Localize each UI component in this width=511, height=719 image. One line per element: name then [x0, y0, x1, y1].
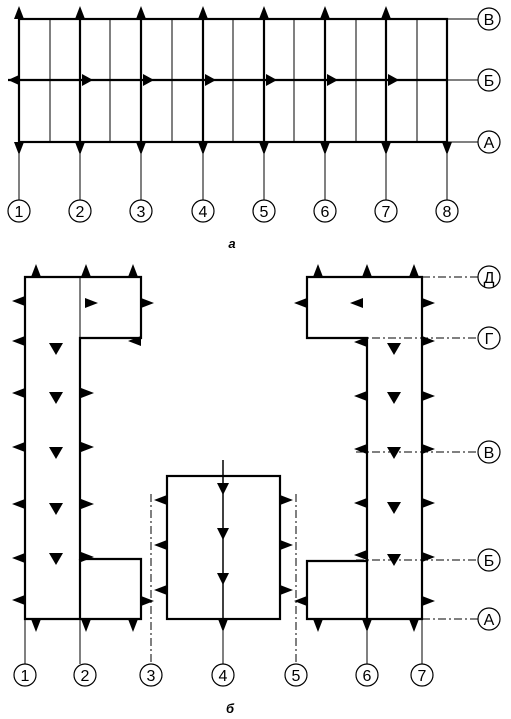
axis-marker: Г: [477, 326, 501, 350]
axis-marker: В: [477, 440, 501, 464]
svg-text:6: 6: [321, 204, 330, 221]
diagram-a-middle-arrows: [8, 74, 399, 86]
diagram-b: 1 2 3 4 5 6 7 Д Г В Б А б: [12, 264, 501, 716]
axis-marker: 2: [73, 663, 97, 687]
axis-marker: 1: [13, 663, 37, 687]
diagram-a-column-axes: 1 2 3 4 5 6 7 8: [7, 199, 459, 223]
axis-marker: 6: [313, 199, 337, 223]
axis-marker: 4: [191, 199, 215, 223]
svg-text:2: 2: [81, 668, 90, 685]
left-building: [23, 275, 143, 621]
svg-text:6: 6: [363, 668, 372, 685]
diagram-b-column-axes: 1 2 3 4 5 6 7: [13, 663, 434, 687]
svg-text:3: 3: [137, 204, 146, 221]
axis-marker: 5: [284, 663, 308, 687]
svg-text:8: 8: [443, 204, 452, 221]
svg-text:В: В: [484, 12, 495, 29]
svg-text:7: 7: [382, 204, 391, 221]
svg-text:В: В: [484, 445, 495, 462]
svg-text:А: А: [484, 612, 495, 629]
axis-marker: 7: [410, 663, 434, 687]
diagram-a-caption: а: [228, 236, 235, 251]
left-building-arrows: [12, 264, 154, 632]
axis-marker: 2: [68, 199, 92, 223]
axis-marker: 4: [211, 663, 235, 687]
svg-text:Г: Г: [485, 331, 494, 348]
axis-marker: 8: [435, 199, 459, 223]
svg-text:2: 2: [76, 204, 85, 221]
svg-text:1: 1: [21, 668, 30, 685]
svg-text:1: 1: [15, 204, 24, 221]
axis-marker: А: [477, 607, 501, 631]
diagram-b-dashed-lines: [150, 276, 478, 664]
diagram-a-row-axes: В Б А: [477, 7, 501, 154]
axis-marker: А: [477, 130, 501, 154]
svg-text:7: 7: [418, 668, 427, 685]
right-building-arrows: [294, 264, 435, 632]
axis-marker: 3: [139, 663, 163, 687]
axis-marker: 5: [252, 199, 276, 223]
axis-marker: Д: [477, 265, 501, 289]
diagram-a: 1 2 3 4 5 6 7 8 В Б А а: [7, 6, 501, 251]
axis-marker: 7: [374, 199, 398, 223]
svg-text:Б: Б: [484, 553, 495, 570]
diagram-b-caption: б: [226, 701, 235, 716]
svg-text:Д: Д: [484, 270, 495, 287]
diagram-a-main-lines: [8, 17, 478, 200]
axis-marker: Б: [477, 68, 501, 92]
diagram-a-bottom-arrows: [14, 142, 452, 155]
svg-text:5: 5: [260, 204, 269, 221]
svg-text:4: 4: [219, 668, 228, 685]
axis-marker: Б: [477, 548, 501, 572]
middle-building-arrows: [154, 483, 293, 632]
svg-text:А: А: [484, 135, 495, 152]
svg-text:Б: Б: [484, 73, 495, 90]
diagram-a-top-arrows: [14, 6, 391, 19]
svg-text:5: 5: [292, 668, 301, 685]
svg-text:3: 3: [147, 668, 156, 685]
svg-text:4: 4: [199, 204, 208, 221]
axis-marker: 1: [7, 199, 31, 223]
axis-marker: 6: [355, 663, 379, 687]
axis-marker: 3: [129, 199, 153, 223]
axis-marker: В: [477, 7, 501, 31]
diagram-b-row-axes: Д Г В Б А: [477, 265, 501, 631]
